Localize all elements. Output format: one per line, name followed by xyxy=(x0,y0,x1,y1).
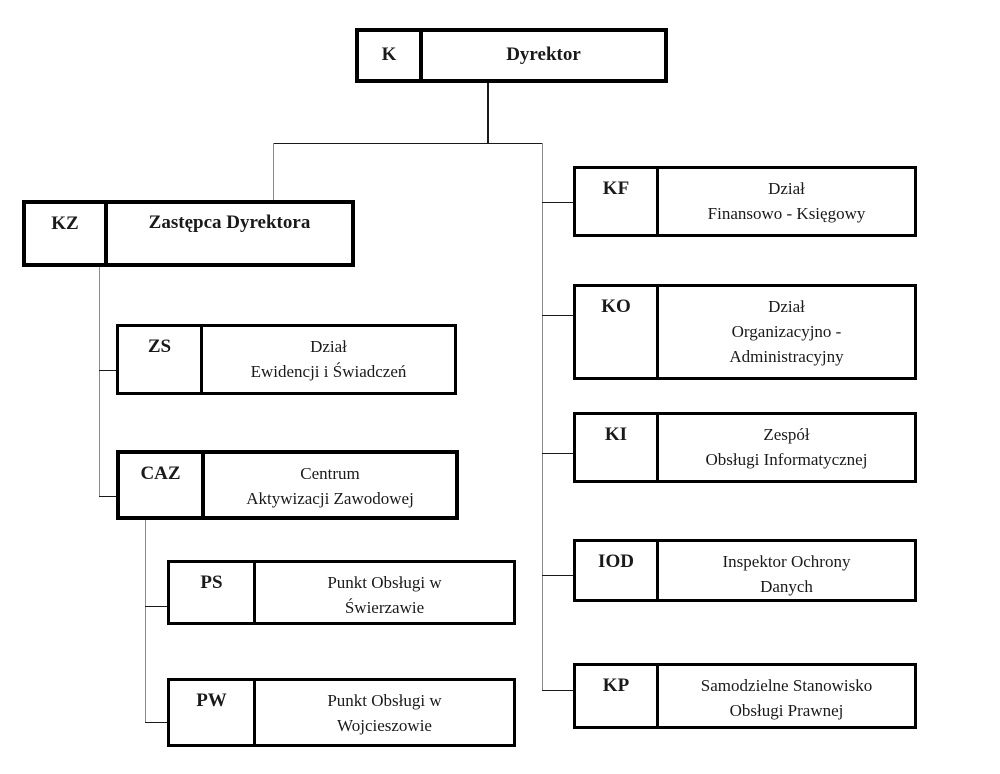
org-node-dzial-organizacyjno-administracyjny-code: KO xyxy=(576,287,659,377)
org-node-punkt-swierzawa-label: Punkt Obsługi w Świerzawie xyxy=(327,573,442,617)
org-node-inspektor-ochrony-danych: IOD Inspektor Ochrony Danych xyxy=(573,539,917,602)
org-node-dzial-finansowo-ksiegowy-code: KF xyxy=(576,169,659,234)
connector-stub-iod xyxy=(542,575,573,576)
org-node-dzial-ewidencji-label: Dział Ewidencji i Świadczeń xyxy=(250,337,407,381)
connector-caz-trunk xyxy=(145,519,146,723)
org-node-punkt-swierzawa-code: PS xyxy=(170,563,256,622)
org-node-zespol-obslugi-informatycznej-code: KI xyxy=(576,415,659,480)
org-node-stanowisko-obslugi-prawnej-label: Samodzielne Stanowisko Obsługi Prawnej xyxy=(700,676,873,720)
org-node-zastepca-dyrektora-label: Zastępca Dyrektora xyxy=(148,212,311,233)
connector-stub-ki xyxy=(542,453,573,454)
org-node-zespol-obslugi-informatycznej-label: Zespół Obsługi Informatycznej xyxy=(705,425,868,469)
connector-kz-trunk xyxy=(99,267,100,497)
org-node-dzial-organizacyjno-administracyjny-label: Dział Organizacyjno - Administracyjny xyxy=(729,297,844,366)
org-node-stanowisko-obslugi-prawnej: KP Samodzielne Stanowisko Obsługi Prawne… xyxy=(573,663,917,729)
org-node-dzial-ewidencji: ZS Dział Ewidencji i Świadczeń xyxy=(116,324,457,395)
connector-right-trunk xyxy=(542,143,543,691)
org-node-punkt-wojcieszow: PW Punkt Obsługi w Wojcieszowie xyxy=(167,678,516,747)
connector-left-drop-to-kz xyxy=(273,143,274,200)
connector-dyrektor-drop xyxy=(487,82,489,143)
connector-stub-ps xyxy=(145,606,167,607)
org-node-stanowisko-obslugi-prawnej-code: KP xyxy=(576,666,659,726)
org-node-zastepca-dyrektora-code: KZ xyxy=(26,204,108,263)
org-node-dzial-finansowo-ksiegowy: KF Dział Finansowo - Księgowy xyxy=(573,166,917,237)
org-node-zespol-obslugi-informatycznej: KI Zespół Obsługi Informatycznej xyxy=(573,412,917,483)
connector-stub-kp xyxy=(542,690,573,691)
org-node-centrum-aktywizacji-label: Centrum Aktywizacji Zawodowej xyxy=(246,464,414,508)
org-node-dyrektor-code: K xyxy=(359,32,423,79)
org-node-centrum-aktywizacji-code: CAZ xyxy=(120,454,205,516)
connector-stub-caz xyxy=(99,496,116,497)
org-node-inspektor-ochrony-danych-label: Inspektor Ochrony Danych xyxy=(722,552,851,596)
org-node-dyrektor: K Dyrektor xyxy=(355,28,668,83)
org-node-punkt-wojcieszow-code: PW xyxy=(170,681,256,744)
connector-stub-ko xyxy=(542,315,573,316)
connector-stub-pw xyxy=(145,722,167,723)
connector-stub-kf xyxy=(542,202,573,203)
org-node-dzial-finansowo-ksiegowy-label: Dział Finansowo - Księgowy xyxy=(707,179,866,223)
org-node-inspektor-ochrony-danych-code: IOD xyxy=(576,542,659,599)
org-node-dzial-organizacyjno-administracyjny: KO Dział Organizacyjno - Administracyjny xyxy=(573,284,917,380)
org-node-punkt-wojcieszow-label: Punkt Obsługi w Wojcieszowie xyxy=(327,691,442,735)
org-node-zastepca-dyrektora: KZ Zastępca Dyrektora xyxy=(22,200,355,267)
org-node-dyrektor-label: Dyrektor xyxy=(506,44,581,65)
org-node-centrum-aktywizacji: CAZ Centrum Aktywizacji Zawodowej xyxy=(116,450,459,520)
org-node-dzial-ewidencji-code: ZS xyxy=(119,327,203,392)
org-node-punkt-swierzawa: PS Punkt Obsługi w Świerzawie xyxy=(167,560,516,625)
connector-main-split xyxy=(273,143,543,144)
connector-stub-zs xyxy=(99,370,116,371)
